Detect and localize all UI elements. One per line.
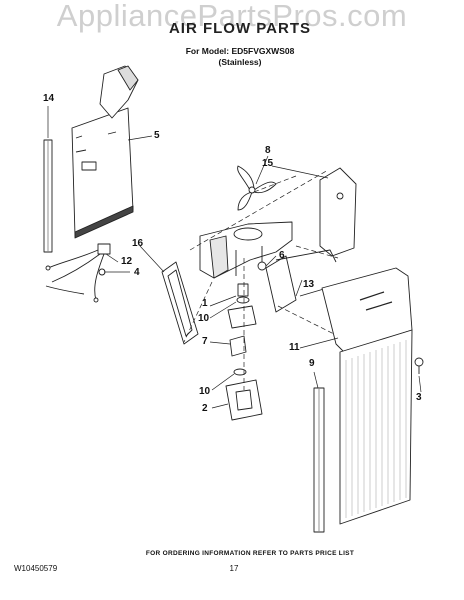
part-9-tube (313, 387, 325, 533)
variant-label: (Stainless) (218, 57, 262, 67)
part-8-fan-blade (237, 165, 277, 211)
callout-6: 6 (279, 250, 285, 261)
fan-housing (199, 221, 293, 279)
callout-13: 13 (303, 279, 315, 290)
part-16-gasket (161, 261, 199, 345)
page-number: 17 (229, 564, 239, 573)
part-5-panel (71, 65, 139, 239)
callout-10b: 10 (199, 386, 211, 397)
callout-16: 16 (132, 238, 144, 249)
callout-5: 5 (154, 130, 160, 141)
callout-1: 1 (202, 298, 208, 309)
callout-15: 15 (262, 158, 274, 169)
callout-4: 4 (134, 267, 140, 278)
callout-3: 3 (416, 392, 422, 403)
part-15-air-panel (319, 167, 357, 257)
model-line: For Model: ED5FVGXWS08 (185, 46, 295, 56)
diagram-title: AIR FLOW PARTS (168, 20, 312, 37)
callout-11: 11 (289, 342, 300, 353)
part-2-motor-mount (225, 368, 263, 421)
callout-9: 9 (309, 358, 315, 369)
callout-10: 10 (198, 313, 210, 324)
callout-12: 12 (121, 256, 133, 267)
callout-14: 14 (43, 93, 55, 104)
part-11-cover-panel (321, 267, 413, 525)
document-number: W10450579 (14, 564, 58, 573)
part-14-tube (43, 139, 53, 253)
watermark: AppliancePartsPros.com (56, 0, 408, 33)
callout-7: 7 (202, 336, 208, 347)
assembly-lines (183, 169, 339, 390)
part-7-fan-motor (227, 283, 257, 357)
leader-lines (47, 106, 422, 409)
callout-2: 2 (202, 403, 208, 414)
ordering-note: FOR ORDERING INFORMATION REFER TO PARTS … (145, 550, 355, 557)
part-12-4-wire-harness (45, 243, 111, 303)
callout-8: 8 (265, 145, 271, 156)
part-6-screw (257, 261, 267, 271)
part-3-screw (414, 357, 424, 374)
part-13-bracket (265, 249, 337, 313)
